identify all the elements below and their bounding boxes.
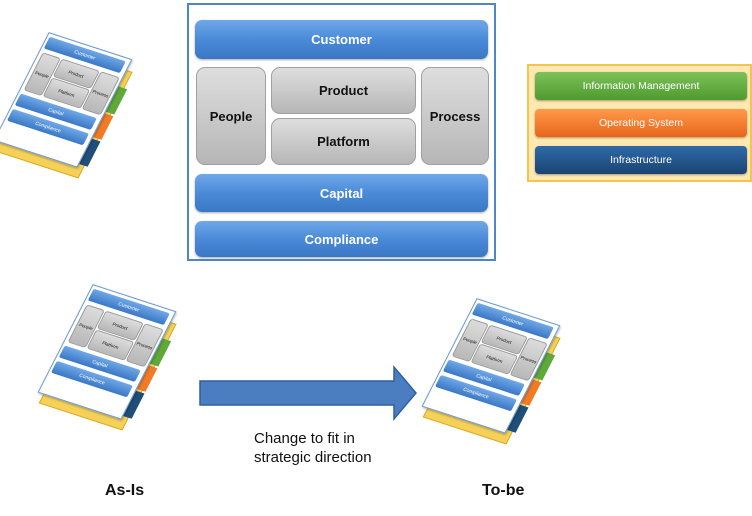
people-block: People — [196, 67, 266, 165]
mini-framework-top-left: Customer People Product Platform Process… — [0, 32, 134, 179]
product-block: Product — [271, 67, 416, 114]
transition-arrow-icon — [199, 364, 417, 422]
mini-card: Customer People Product Platform Process… — [421, 298, 561, 434]
caption-line-2: strategic direction — [254, 449, 372, 466]
as-is-framework: Customer People Product Platform Process… — [36, 284, 179, 431]
process-block: Process — [421, 67, 489, 165]
to-be-framework: Customer People Product Platform Process… — [420, 298, 563, 445]
business-framework-diagram: Customer People Product Platform Process… — [187, 3, 496, 261]
customer-block: Customer — [195, 20, 488, 59]
mini-card: Customer People Product Platform Process… — [37, 284, 177, 420]
to-be-label: To-be — [482, 482, 525, 499]
infrastructure-layer: Infrastructure — [535, 146, 747, 174]
capital-block: Capital — [195, 174, 488, 212]
caption-line-1: Change to fit in — [254, 430, 355, 447]
transition-caption: Change to fit in strategic direction — [254, 429, 394, 467]
compliance-block: Compliance — [195, 221, 488, 257]
as-is-label: As-Is — [105, 482, 145, 499]
operating-system-layer: Operating System — [535, 109, 747, 137]
information-management-layer: Information Management — [535, 72, 747, 100]
infrastructure-stack: Information Management Operating System … — [527, 64, 752, 182]
platform-block: Platform — [271, 118, 416, 165]
